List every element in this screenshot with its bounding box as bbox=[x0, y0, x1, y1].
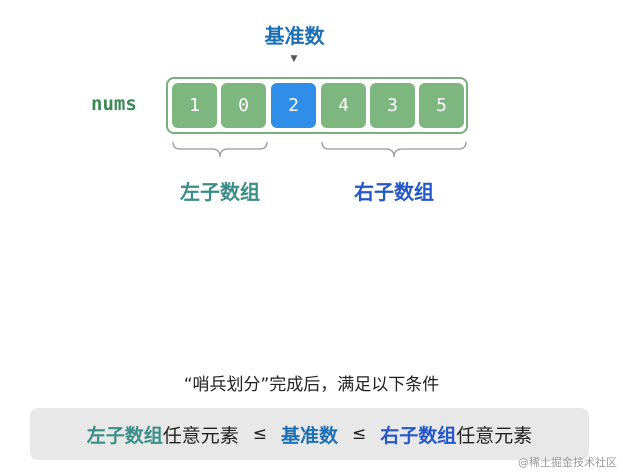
array-cell-0: 1 bbox=[172, 83, 217, 128]
condition-pivot: 基准数 bbox=[280, 424, 338, 447]
condition-operator-1: ≤ bbox=[252, 424, 267, 444]
array-cell-5: 5 bbox=[419, 83, 464, 128]
condition-left-subarray: 左子数组 bbox=[86, 424, 163, 447]
array-cell-3: 4 bbox=[321, 83, 366, 128]
condition-box: 左子数组 任意元素 ≤ 基准数 ≤ 右子数组 任意元素 bbox=[30, 408, 589, 460]
left-subarray-label: 左子数组 bbox=[180, 180, 260, 204]
right-subarray-brace-icon bbox=[321, 141, 467, 158]
array-name-label: nums bbox=[91, 93, 137, 115]
condition-left-suffix: 任意元素 bbox=[162, 424, 239, 447]
array-cell-4: 3 bbox=[370, 83, 415, 128]
condition-right-suffix: 任意元素 bbox=[456, 424, 533, 447]
right-subarray-label: 右子数组 bbox=[354, 180, 434, 204]
array-cell-1: 0 bbox=[221, 83, 266, 128]
condition-operator-2: ≤ bbox=[352, 424, 367, 444]
partition-caption: “哨兵划分”完成后，满足以下条件 bbox=[183, 375, 440, 395]
array-cell-pivot: 2 bbox=[271, 83, 316, 128]
watermark: @稀土掘金技术社区 bbox=[518, 456, 617, 469]
left-subarray-brace-icon bbox=[172, 141, 268, 158]
condition-right-subarray: 右子数组 bbox=[380, 424, 457, 447]
pivot-arrow-icon: ▼ bbox=[290, 54, 298, 64]
pivot-label: 基准数 bbox=[264, 24, 325, 48]
